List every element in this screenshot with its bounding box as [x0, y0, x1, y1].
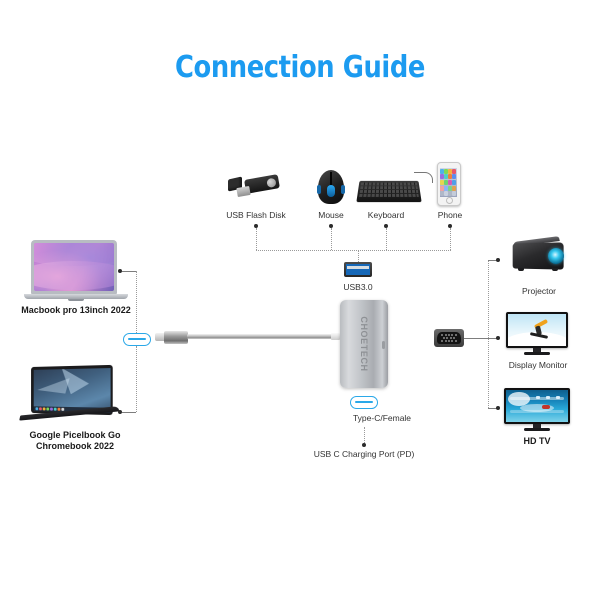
output-trunk-line [488, 260, 489, 408]
device-label-hd-tv: HD TV [523, 436, 551, 446]
link-macbook-h [122, 271, 136, 272]
link-display-monitor [464, 338, 498, 339]
link-chromebook-h [122, 412, 136, 413]
choetech-hub: CHOETECH [340, 300, 388, 388]
connector-dot-projector [496, 258, 500, 262]
link-hd-tv [488, 408, 498, 409]
device-label-macbook: Macbook pro 13inch 2022 [21, 305, 131, 315]
usb-bus-drop [358, 250, 359, 262]
link-phone [450, 228, 451, 250]
page-title: Connection Guide [175, 50, 425, 85]
connector-dot-hd-tv [496, 406, 500, 410]
type-c-connector-icon [123, 333, 151, 346]
usb-bus-line [256, 250, 451, 251]
connector-dot-display-monitor [496, 336, 500, 340]
phone-icon [437, 162, 463, 208]
link-keyboard [386, 228, 387, 250]
usb-c-cable-icon [155, 328, 340, 350]
device-label-display-monitor: Display Monitor [508, 360, 568, 370]
port-label-type-c-female: Type-C/Female [352, 413, 412, 423]
port-label-usb3: USB3.0 [343, 282, 373, 292]
device-label-keyboard: Keyboard [367, 210, 405, 220]
chromebook-icon [18, 364, 132, 426]
vga-port-icon [434, 329, 464, 347]
hub-side-button [382, 341, 385, 349]
type-c-female-port-icon [350, 396, 378, 409]
connector-dot-chromebook [118, 410, 122, 414]
link-charging-port [364, 427, 365, 443]
connector-dot-charging-port [362, 443, 366, 447]
connector-dot-mouse [329, 224, 333, 228]
hub-brand-label: CHOETECH [359, 316, 369, 372]
device-label-usb-flash-disk: USB Flash Disk [226, 210, 286, 220]
usb-flash-disk-icon [228, 170, 284, 204]
link-chromebook-v [136, 346, 137, 412]
connector-dot-usb-flash-disk [254, 224, 258, 228]
display-monitor-icon [506, 312, 570, 356]
hd-tv-icon [504, 388, 572, 432]
connector-dot-keyboard [384, 224, 388, 228]
device-label-mouse: Mouse [318, 210, 344, 220]
link-projector [488, 260, 498, 261]
link-usb-flash-disk [256, 228, 257, 250]
connector-dot-macbook [118, 269, 122, 273]
link-mouse [331, 228, 332, 250]
projector-icon [508, 236, 570, 272]
connector-dot-phone [448, 224, 452, 228]
usb3-port-icon [344, 262, 372, 277]
port-label-charging: USB C Charging Port (PD) [313, 449, 415, 459]
link-macbook-v [136, 271, 137, 333]
device-label-projector: Projector [521, 286, 556, 296]
mouse-icon [314, 168, 348, 206]
keyboard-icon [356, 172, 444, 204]
device-label-phone: Phone [437, 210, 463, 220]
device-label-chromebook: Google Picelbook Go Chromebook 2022 [29, 430, 121, 451]
macbook-icon [20, 240, 132, 302]
